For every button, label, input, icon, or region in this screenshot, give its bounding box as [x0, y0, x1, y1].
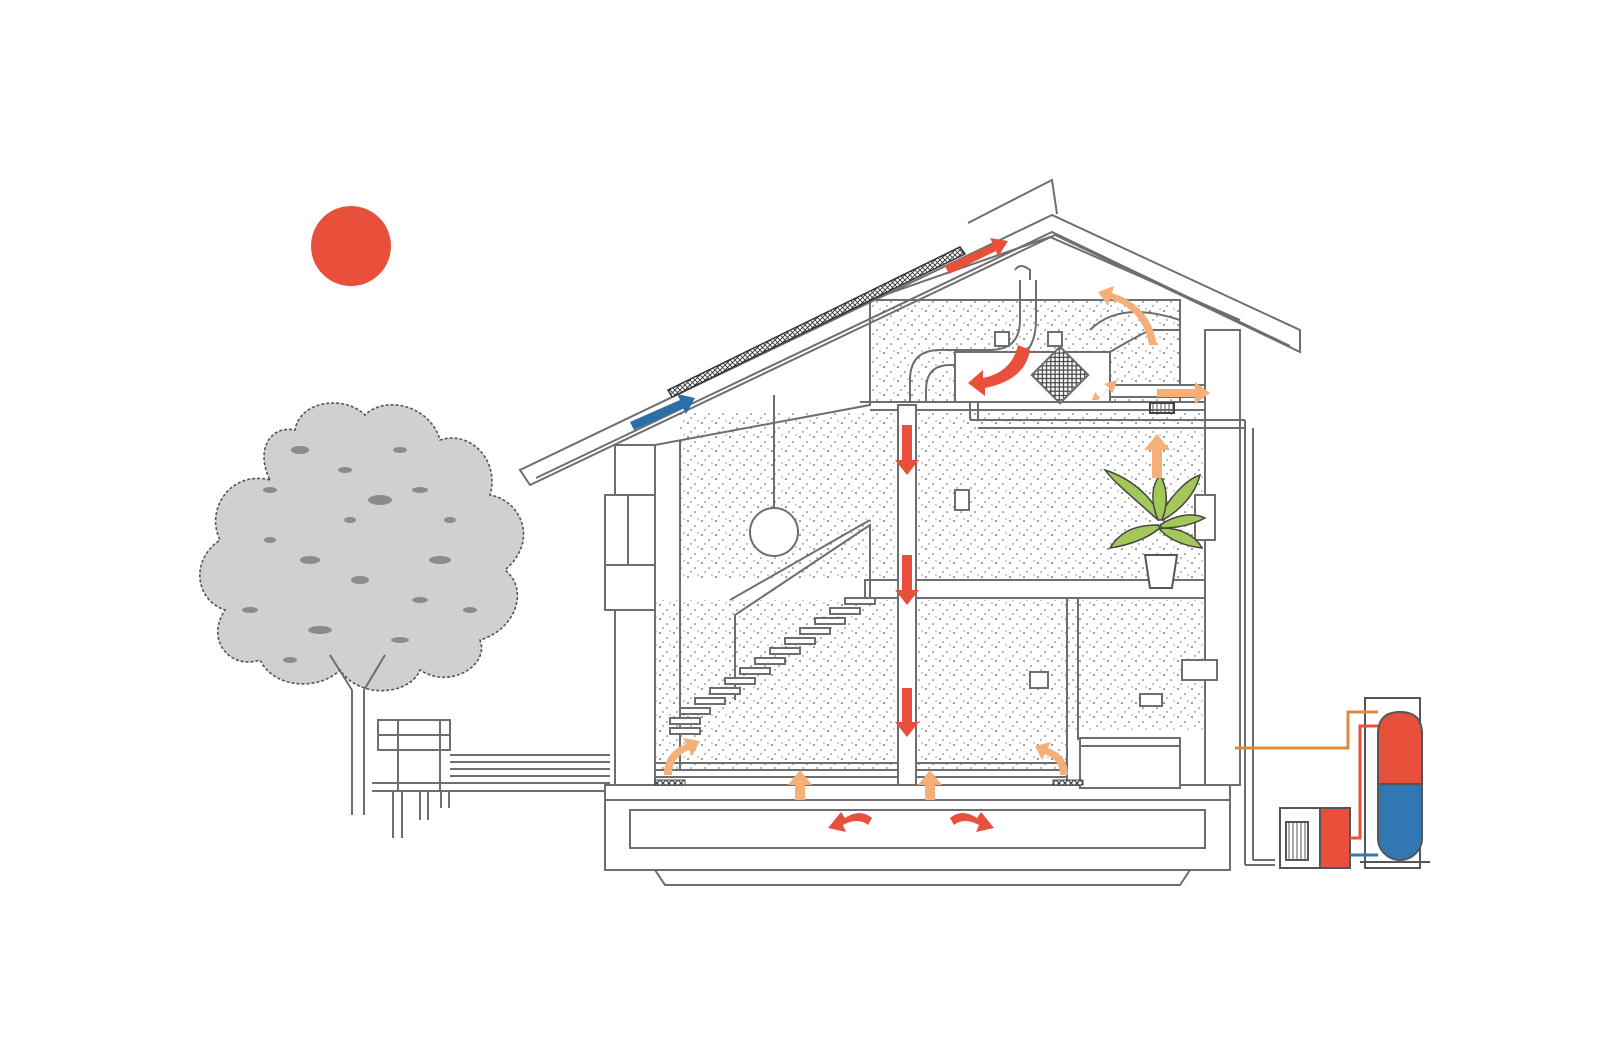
heating-pipes — [1235, 710, 1378, 857]
sun-icon — [311, 206, 391, 286]
heat-pump-icon — [1279, 807, 1351, 869]
pendant-lamp-icon — [749, 395, 799, 557]
warm-air-down-arrow — [895, 425, 919, 737]
tree-icon — [199, 402, 525, 815]
potted-plant-icon — [1103, 468, 1207, 589]
deck — [372, 719, 610, 838]
water-tank-icon — [1360, 697, 1430, 869]
warm-air-exhaust-arrow — [945, 238, 1008, 274]
staircase — [669, 519, 876, 735]
floor-vent — [654, 779, 1084, 786]
cold-air-intake-arrow — [630, 394, 695, 430]
house-section — [518, 178, 1301, 886]
fresh-air-up-arrow — [664, 286, 1210, 800]
underfloor-circulation-arrow — [828, 812, 994, 832]
solar-panel-icon — [666, 246, 967, 398]
warm-air-supply-curve — [968, 345, 1030, 396]
